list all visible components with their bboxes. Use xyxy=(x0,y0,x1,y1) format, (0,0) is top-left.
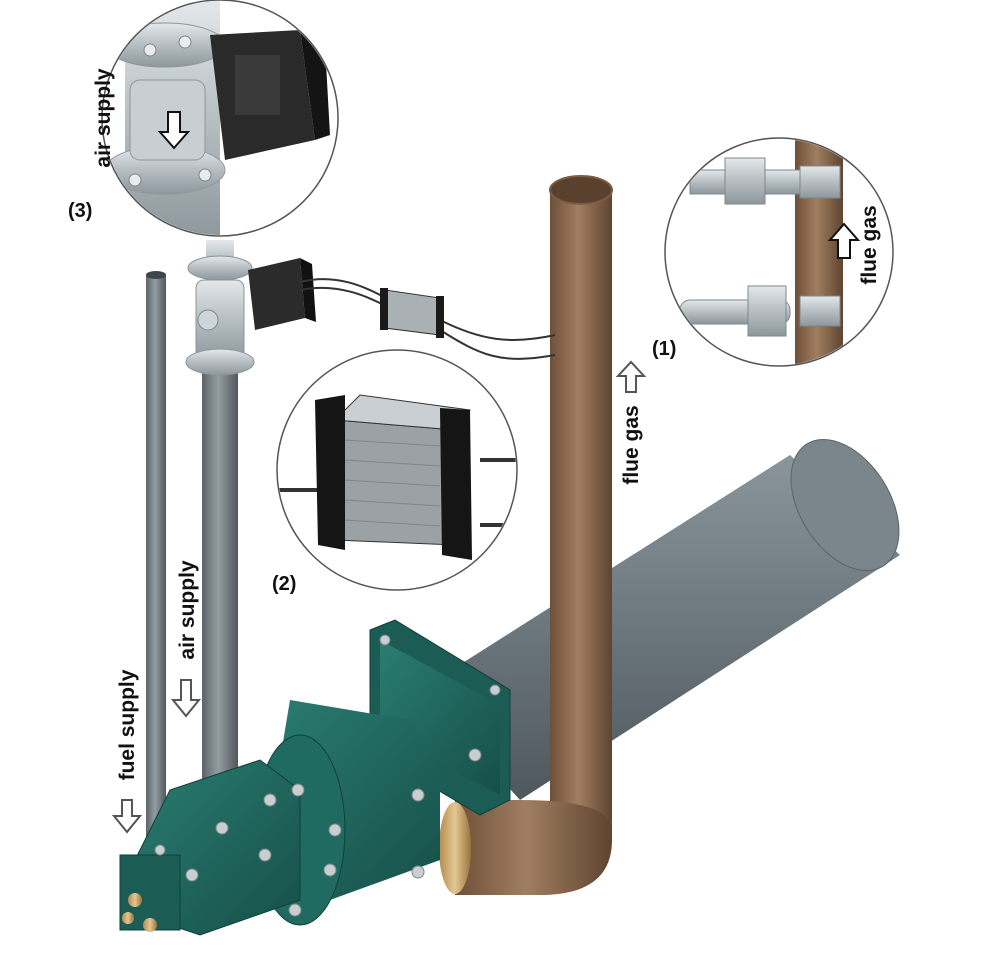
controller-unit xyxy=(380,288,444,338)
fuel-supply-pipe xyxy=(146,271,166,860)
flue-gas-main-label: flue gas xyxy=(620,405,643,484)
air-valve-assembly xyxy=(185,240,316,376)
flue-gas-up-arrow xyxy=(615,360,647,393)
radiant-tube xyxy=(420,438,900,800)
flue-gas-detail-label: flue gas xyxy=(858,205,881,284)
callout-1: (1) xyxy=(652,338,676,360)
detail-circle-3 xyxy=(101,0,339,237)
detail-circle-1 xyxy=(664,137,894,367)
air-supply-pipe xyxy=(202,360,238,810)
fuel-supply-down-arrow xyxy=(111,799,143,834)
burner-body xyxy=(119,619,511,936)
callout-3: (3) xyxy=(68,200,92,222)
air-supply-main-label: air supply xyxy=(176,560,199,660)
detail-circle-2 xyxy=(276,349,518,591)
callout-2: (2) xyxy=(272,573,296,595)
air-supply-down-arrow xyxy=(170,679,202,718)
fuel-supply-label: fuel supply xyxy=(116,669,139,780)
flue-gas-pipe xyxy=(439,175,613,895)
air-supply-detail-label: air supply xyxy=(92,68,115,168)
